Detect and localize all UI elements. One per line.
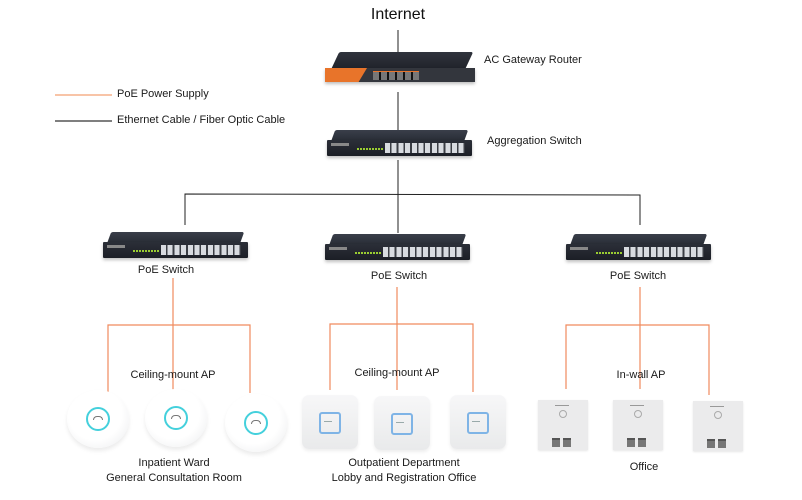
wifi-ring-icon xyxy=(244,411,268,435)
ceiling-ap-round-1 xyxy=(67,390,129,448)
in-wall-ap-2 xyxy=(613,400,663,450)
location-label-3: Office xyxy=(629,461,659,473)
aggregation-switch-label: Aggregation Switch xyxy=(487,135,582,147)
poe-switch-3-label: PoE Switch xyxy=(609,270,667,282)
poe-switch-1-device xyxy=(103,232,248,260)
ceiling-ap-square-2 xyxy=(374,396,430,450)
poe-switch-2-label: PoE Switch xyxy=(370,270,428,282)
in-wall-ap-3 xyxy=(693,401,743,451)
ceiling-ap-round-3 xyxy=(225,394,287,452)
ap-type-label-3: In-wall AP xyxy=(616,369,666,381)
poe-switch-2-device xyxy=(325,234,470,262)
poe-bus-3 xyxy=(565,324,710,395)
ceiling-ap-square-1 xyxy=(302,395,358,449)
internet-label: Internet xyxy=(370,6,426,23)
legend-poe-label: PoE Power Supply xyxy=(117,88,209,100)
ceiling-ap-square-3 xyxy=(450,395,506,449)
poe-switch-1-label: PoE Switch xyxy=(137,264,195,276)
location-label-2a: Outpatient Department xyxy=(348,457,460,469)
ac-gateway-router-device xyxy=(325,52,475,88)
aggregation-switch-device xyxy=(327,130,472,158)
wifi-ring-icon xyxy=(164,406,188,430)
location-label-1b: General Consultation Room xyxy=(106,472,242,484)
aggregation-bus xyxy=(184,193,641,225)
wifi-ring-icon xyxy=(86,407,110,431)
poe-bus-1 xyxy=(107,324,251,393)
location-label-2b: Lobby and Registration Office xyxy=(331,472,477,484)
ap-type-label-1: Ceiling-mount AP xyxy=(130,369,216,381)
poe-bus-2 xyxy=(329,323,474,392)
router-label: AC Gateway Router xyxy=(484,54,582,66)
ap-type-label-2: Ceiling-mount AP xyxy=(354,367,440,379)
legend-ethernet-label: Ethernet Cable / Fiber Optic Cable xyxy=(117,114,286,126)
poe-switch-3-device xyxy=(566,234,711,262)
ceiling-ap-round-2 xyxy=(145,389,207,447)
location-label-1a: Inpatient Ward xyxy=(138,457,210,469)
in-wall-ap-1 xyxy=(538,400,588,450)
